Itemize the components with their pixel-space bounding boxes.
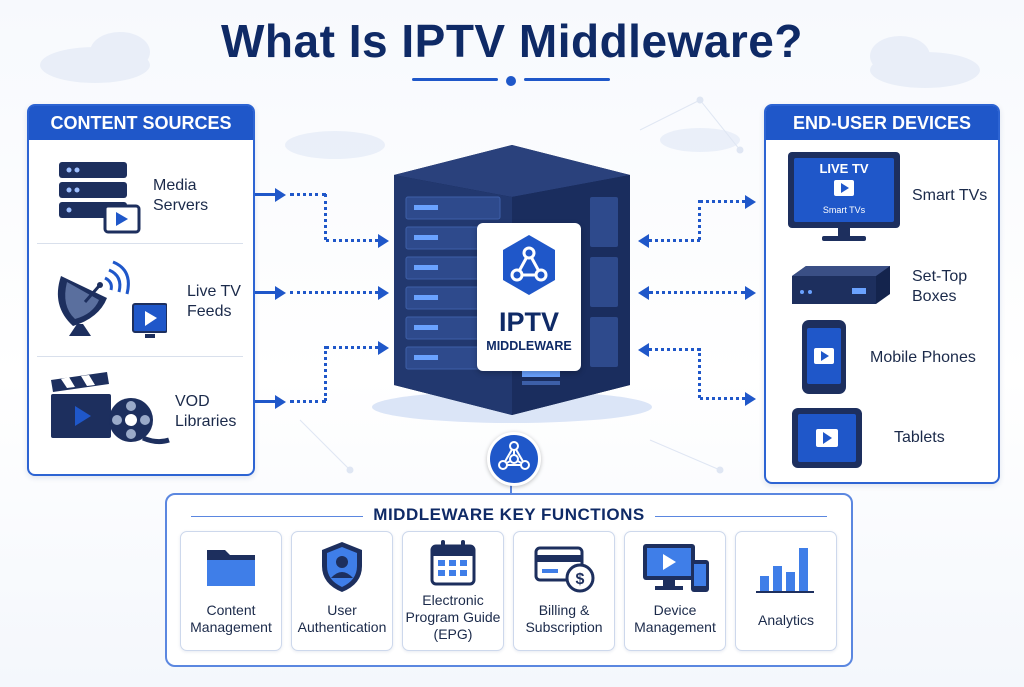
function-card-content-management: Content Management	[180, 531, 282, 651]
smart-tv-icon: LIVE TV Smart TVs	[788, 152, 900, 246]
function-label-line: Analytics	[757, 612, 815, 628]
function-card-user-authentication: User Authentication	[291, 531, 393, 651]
connector-dotted	[290, 291, 378, 294]
arrow-head	[638, 234, 649, 248]
arrow-line	[255, 291, 277, 294]
function-label-line: Program Guide	[405, 609, 501, 625]
end-user-devices-heading: END-USER DEVICES	[766, 106, 998, 140]
network-nodes-icon	[499, 233, 559, 302]
svg-text:$: $	[576, 571, 585, 588]
connector-dotted	[326, 239, 378, 242]
function-card-analytics: Analytics	[735, 531, 837, 651]
connector-dotted	[290, 400, 326, 403]
bar-chart-icon	[756, 544, 816, 599]
title-underline-right	[524, 78, 610, 81]
source-label-line2: Feeds	[187, 303, 232, 320]
function-label-line: Management	[634, 619, 716, 635]
function-label-line: Authentication	[297, 619, 387, 635]
connector-dotted	[649, 239, 700, 242]
arrow-line	[255, 193, 277, 196]
satellite-dish-icon	[47, 256, 168, 347]
arrow-head	[745, 195, 756, 209]
devices-icon	[641, 542, 711, 599]
server-rack-icon	[49, 154, 149, 239]
source-label-line1: Live TV	[187, 283, 241, 300]
function-label-line: Subscription	[525, 619, 603, 635]
connector-dotted	[649, 291, 745, 294]
connector-dotted	[700, 397, 745, 400]
function-label-line: Device	[653, 602, 697, 618]
divider	[37, 243, 243, 244]
content-sources-heading: CONTENT SOURCES	[29, 106, 253, 140]
function-label-line: Management	[190, 619, 272, 635]
function-label-line: User	[327, 602, 357, 618]
arrow-head	[378, 234, 389, 248]
device-label: Tablets	[894, 429, 945, 446]
divider	[37, 356, 243, 357]
arrow-head	[275, 395, 286, 409]
arrow-line	[255, 400, 277, 403]
folder-icon	[203, 544, 259, 595]
set-top-box-icon	[786, 264, 896, 313]
device-label: Mobile Phones	[870, 349, 976, 366]
device-label: Smart TVs	[912, 187, 988, 204]
page-title: What Is IPTV Middleware?	[221, 15, 803, 67]
function-label-line: Content	[206, 602, 256, 618]
middleware-title: IPTV	[498, 307, 559, 337]
source-label-line1: Media	[153, 177, 197, 194]
connector-dotted	[324, 194, 327, 240]
calendar-icon	[429, 538, 477, 593]
arrow-head	[275, 286, 286, 300]
network-hub-icon	[487, 432, 541, 486]
connector-dotted	[698, 348, 701, 398]
device-label-line2: Boxes	[912, 288, 957, 305]
arrow-head	[378, 341, 389, 355]
arrow-head	[378, 286, 389, 300]
connector-dotted	[290, 193, 326, 196]
connector-dotted	[649, 348, 700, 351]
source-label-line2: Libraries	[175, 413, 237, 430]
function-card-billing: $ Billing & Subscription	[513, 531, 615, 651]
source-label-line2: Servers	[153, 197, 209, 214]
title-underline-dot	[506, 76, 516, 86]
content-sources-panel: CONTENT SOURCES Media Servers	[27, 104, 255, 476]
tv-screen-caption: Smart TVs	[822, 205, 866, 215]
mobile-phone-icon	[802, 320, 846, 394]
arrow-head	[745, 392, 756, 406]
connector-dotted	[324, 346, 327, 401]
arrow-head	[275, 188, 286, 202]
shield-user-icon	[318, 540, 366, 599]
tv-screen-title: LIVE TV	[819, 161, 869, 176]
middleware-subtitle: MIDDLEWARE	[486, 339, 572, 353]
clapperboard-film-reel-icon	[47, 370, 172, 455]
connector-dotted	[698, 200, 701, 240]
device-label-line1: Set-Top	[912, 268, 968, 285]
title-underline-left	[412, 78, 498, 81]
function-card-device-management: Device Management	[624, 531, 726, 651]
tablet-icon	[792, 408, 862, 468]
arrow-head	[745, 286, 756, 300]
source-label-line1: VOD	[175, 393, 210, 410]
credit-card-dollar-icon: $	[534, 544, 596, 599]
function-label-line: (EPG)	[433, 626, 473, 642]
key-functions-panel: MIDDLEWARE KEY FUNCTIONS Content Managem…	[165, 493, 853, 667]
function-label-line: Electronic	[422, 592, 484, 608]
key-functions-heading: MIDDLEWARE KEY FUNCTIONS	[363, 505, 655, 525]
arrow-head	[638, 286, 649, 300]
connector-dotted	[326, 346, 378, 349]
end-user-devices-panel: END-USER DEVICES LIVE TV Smart TVs Smart…	[764, 104, 1000, 484]
connector-dotted	[700, 200, 745, 203]
function-label-line: Billing &	[538, 602, 590, 618]
arrow-head	[638, 343, 649, 357]
function-card-epg: Electronic Program Guide (EPG)	[402, 531, 504, 651]
middleware-card: IPTV MIDDLEWARE	[477, 223, 581, 371]
